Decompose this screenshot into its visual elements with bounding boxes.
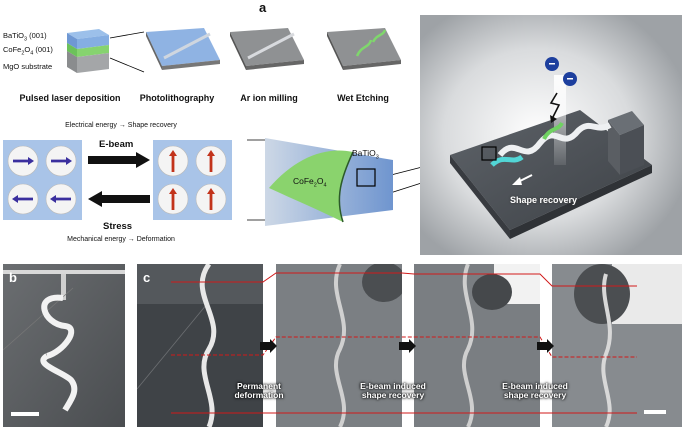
panel-label-c: c	[143, 270, 151, 285]
arrow-c1	[260, 339, 277, 353]
stress-arrow	[88, 191, 150, 207]
caption-electrical: Electrical energy → Shape recovery	[65, 122, 177, 129]
zoom-lines-fab	[109, 31, 145, 73]
sem-image-c2	[276, 264, 402, 427]
sem-image-c3	[414, 264, 540, 427]
domain-box-deformed	[3, 140, 82, 220]
caption-mechanical: Mechanical energy → Deformation	[67, 236, 175, 243]
device-render	[420, 15, 682, 255]
panel-label-a: a	[259, 0, 267, 15]
layer-stack	[57, 27, 117, 79]
cfo-label: CoFe2O4	[293, 176, 327, 189]
step-photolithography: Photolithography	[139, 93, 215, 103]
step-pld: Pulsed laser deposition	[19, 93, 121, 103]
layer-label-mgo: MgO substrate	[3, 62, 53, 71]
sem-image-c1	[137, 264, 263, 427]
step-ion-milling: Ar ion milling	[240, 93, 298, 103]
tile-ion-milling	[226, 26, 306, 74]
label-ebeam-recovery-1: E-beam induced shape recovery	[360, 381, 426, 400]
domain-box-recovered	[153, 140, 232, 220]
ebeam-label: E-beam	[99, 139, 134, 150]
label-permanent-deformation: Permanent deformation	[234, 381, 284, 400]
step-wet-etching: Wet Etching	[337, 93, 389, 103]
arrow-c3	[537, 339, 554, 353]
sem-image-c4	[552, 264, 682, 427]
arrow-c2	[399, 339, 416, 353]
layer-label-bto: BaTiO3 (001)	[3, 31, 47, 43]
ebeam-arrow	[88, 152, 150, 168]
shape-recovery-label: Shape recovery	[510, 195, 578, 205]
layer-label-cfo: CoFe2O4 (001)	[3, 45, 53, 57]
sem-image-b	[3, 264, 125, 427]
tile-photolithography	[142, 26, 222, 74]
panel-label-b: b	[9, 270, 17, 285]
guide-lines	[171, 272, 637, 414]
bto-label: BaTiO3	[352, 148, 379, 161]
stress-label: Stress	[103, 221, 133, 232]
label-ebeam-recovery-2: E-beam induced shape recovery	[502, 381, 568, 400]
tile-wet-etching	[323, 26, 403, 74]
ribbon-cross-section	[265, 138, 395, 228]
